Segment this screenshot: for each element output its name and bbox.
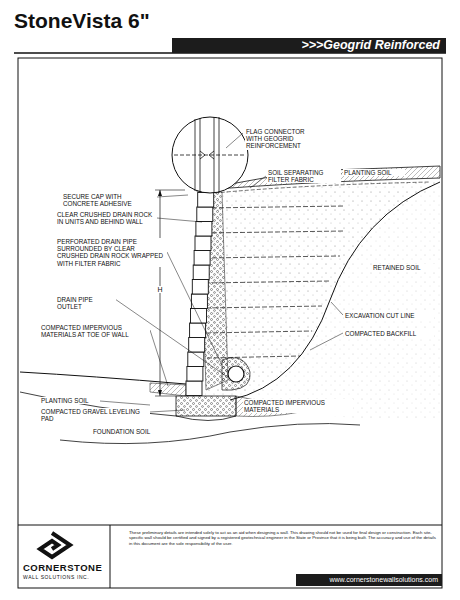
region-label: FOUNDATION SOIL	[92, 428, 162, 435]
disclaimer-note: These preliminary details are intended s…	[128, 530, 440, 546]
callout-label: PLANTING SOIL	[343, 169, 405, 176]
callout-label: CLEAR CRUSHED DRAIN ROCK IN UNITS AND BE…	[56, 211, 157, 225]
wall-block	[189, 338, 205, 353]
wall-block	[197, 207, 213, 222]
callout-label: DRAIN PIPE OUTLET	[56, 296, 116, 310]
callout-label: FLAG CONNECTOR WITH GEOGRID REINFORCEMEN…	[245, 128, 323, 150]
wall-block	[194, 251, 210, 266]
page-title: StoneVista 6"	[14, 9, 150, 33]
callout-label: PERFORATED DRAIN PIPE SURROUNDED BY CLEA…	[56, 238, 167, 267]
callout-label: SECURE CAP WITH CONCRETE ADHESIVE	[62, 193, 157, 207]
logo-mark	[40, 533, 70, 557]
wall-block	[187, 367, 203, 382]
wall-block	[196, 222, 212, 237]
callout-label: COMPACTED BACKFILL	[344, 330, 434, 337]
callout-label: SOIL SEPARATING FILTER FABRIC	[267, 169, 341, 183]
wall-block	[192, 280, 208, 295]
wall-block	[193, 265, 209, 280]
wall-block	[191, 309, 207, 324]
wall-block	[198, 193, 214, 208]
wall-block	[191, 294, 207, 309]
wall-block	[186, 381, 202, 396]
wall-block	[188, 352, 204, 367]
callout-label: EXCAVATION CUT LINE	[344, 312, 434, 319]
dimension-label: H	[155, 286, 165, 293]
wall-block	[190, 323, 206, 338]
region-label: RETAINED SOIL	[372, 264, 436, 271]
logo-subtitle: WALL SOLUTIONS INC.	[22, 574, 108, 580]
wall-block	[195, 236, 211, 251]
callout-label: COMPACTED IMPERVIOUS MATERIALS	[243, 399, 353, 413]
callout-label: COMPACTED GRAVEL LEVELING PAD	[40, 408, 150, 422]
callout-label: PLANTING SOIL	[40, 397, 100, 404]
website-url: www.cornerstonewallsolutions.com	[298, 575, 441, 585]
logo-name: CORNERSTONE	[22, 562, 108, 573]
section-banner: >>>Geogrid Reinforced	[172, 38, 446, 53]
callout-label: COMPACTED IMPERVIOUS MATERIALS AT TOE OF…	[40, 324, 150, 338]
banner-text: >>>Geogrid Reinforced	[172, 38, 446, 53]
